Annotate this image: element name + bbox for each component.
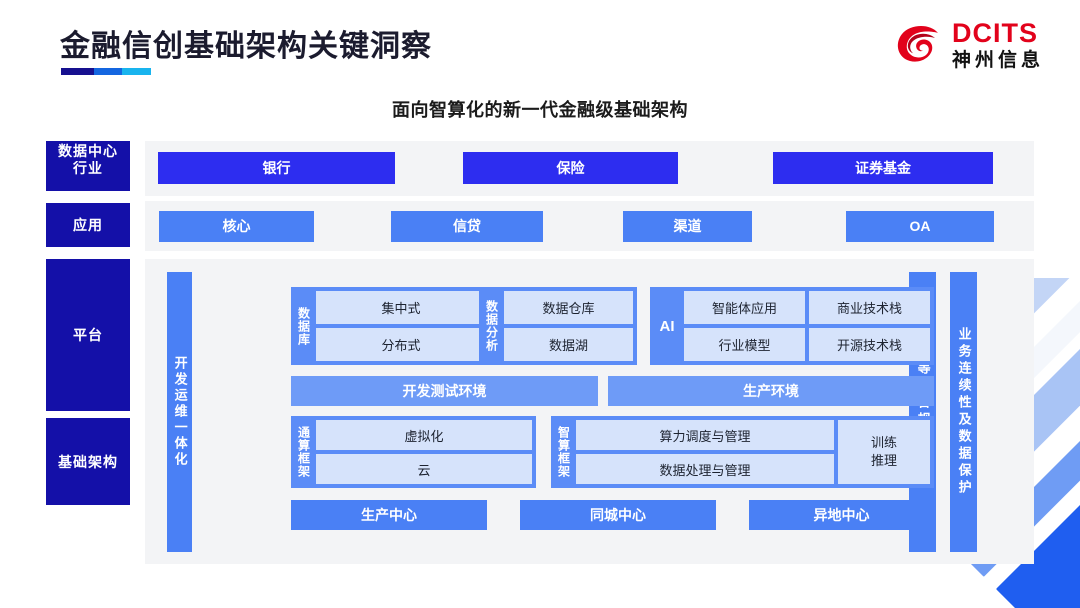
- general-compute-item-virtualization[interactable]: 虚拟化: [316, 420, 532, 450]
- group-general-compute-framework[interactable]: 通算框架 虚拟化 云: [291, 416, 536, 488]
- application-item-credit[interactable]: 信贷: [391, 211, 543, 242]
- category-application[interactable]: 应用: [46, 203, 130, 247]
- database-item-centralized[interactable]: 集中式: [316, 291, 486, 324]
- sidebar-devops[interactable]: 开发运维一体化: [167, 272, 192, 552]
- group-ai-label: AI: [659, 317, 675, 335]
- ai-item-commercial-stack[interactable]: 商业技术栈: [809, 291, 930, 324]
- industry-item-insurance[interactable]: 保险: [463, 152, 678, 184]
- dcits-swirl-icon: [894, 20, 944, 70]
- category-infrastructure[interactable]: 基础架构: [46, 418, 130, 505]
- group-database-label: 数据库: [296, 306, 311, 346]
- group-database[interactable]: 数据库 集中式 分布式: [291, 287, 490, 365]
- industry-item-securities-fund[interactable]: 证券基金: [773, 152, 993, 184]
- intelligent-compute-item-scheduling[interactable]: 算力调度与管理: [576, 420, 834, 450]
- database-item-distributed[interactable]: 分布式: [316, 328, 486, 361]
- group-data-analysis[interactable]: 数据分析 数据仓库 数据湖: [479, 287, 637, 365]
- rule-segment-mid: [94, 68, 122, 75]
- environment-dev-test[interactable]: 开发测试环境: [291, 376, 598, 406]
- architecture-diagram: 行业 应用 平台 基础架构 数据中心 银行 保险 证券基金 核心 信贷 渠道 O…: [46, 141, 1034, 565]
- brand-logo: DCITS 神州信息: [894, 20, 1044, 70]
- rule-segment-dark: [61, 68, 94, 75]
- sidebar-business-continuity[interactable]: 业务连续性及数据保护: [950, 272, 977, 552]
- logo-wordmark: DCITS 神州信息: [951, 18, 1044, 71]
- slide-subtitle: 面向智算化的新一代金融级基础架构: [392, 100, 688, 120]
- ai-item-agent-application[interactable]: 智能体应用: [684, 291, 805, 324]
- category-platform[interactable]: 平台: [46, 259, 130, 411]
- logo-text-cn: 神州信息: [951, 50, 1044, 71]
- general-compute-label: 通算框架: [296, 426, 311, 478]
- ai-item-industry-model[interactable]: 行业模型: [684, 328, 805, 361]
- intelligent-compute-item-train-inference[interactable]: 训练推理: [838, 420, 930, 484]
- intelligent-compute-label: 智算框架: [556, 426, 571, 478]
- application-item-channel[interactable]: 渠道: [623, 211, 752, 242]
- group-ai[interactable]: AI 智能体应用 行业模型 商业技术栈 开源技术栈: [650, 287, 934, 365]
- logo-text-en: DCITS: [951, 18, 1038, 48]
- industry-item-bank[interactable]: 银行: [158, 152, 395, 184]
- rule-segment-cyan: [122, 68, 151, 75]
- datacenter-remote[interactable]: 异地中心: [749, 500, 934, 530]
- environment-production[interactable]: 生产环境: [608, 376, 934, 406]
- datacenter-production[interactable]: 生产中心: [291, 500, 487, 530]
- application-item-oa[interactable]: OA: [846, 211, 994, 242]
- page-title: 金融信创基础架构关键洞察: [60, 30, 432, 63]
- platform-inner-panel: 数据库 集中式 分布式 数据分析 数据仓库 数据湖 AI 智能体: [203, 272, 934, 552]
- general-compute-item-cloud[interactable]: 云: [316, 454, 532, 484]
- group-data-analysis-label: 数据分析: [484, 300, 499, 352]
- category-data-center[interactable]: 数据中心: [46, 141, 130, 161]
- analysis-item-data-warehouse[interactable]: 数据仓库: [504, 291, 633, 324]
- analysis-item-data-lake[interactable]: 数据湖: [504, 328, 633, 361]
- title-underline-rule: [61, 68, 151, 75]
- application-item-core[interactable]: 核心: [159, 211, 314, 242]
- intelligent-compute-item-data-processing[interactable]: 数据处理与管理: [576, 454, 834, 484]
- datacenter-metro[interactable]: 同城中心: [520, 500, 716, 530]
- ai-item-opensource-stack[interactable]: 开源技术栈: [809, 328, 930, 361]
- group-intelligent-compute-framework[interactable]: 智算框架 算力调度与管理 数据处理与管理 训练推理: [551, 416, 934, 488]
